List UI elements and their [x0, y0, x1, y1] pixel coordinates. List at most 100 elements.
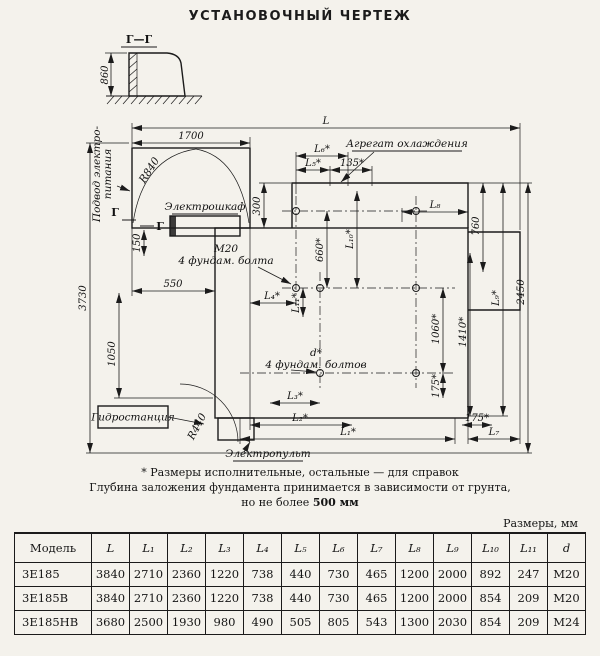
cell: 854 — [471, 609, 510, 635]
console-footprint — [217, 417, 255, 441]
hydro-station-label: Гидростанция — [90, 412, 175, 424]
cell: 440 — [281, 561, 320, 587]
dim-L11-label: L₁₁* — [291, 293, 302, 314]
cell: 738 — [243, 585, 282, 611]
m20-bolts-label-1: М20 — [213, 243, 238, 255]
notes-block: * Размеры исполнительные, остальные — дл… — [0, 466, 600, 511]
cell: 1930 — [167, 609, 206, 635]
dim-300-label: 300 — [252, 196, 263, 216]
power-supply-label-1: Подвод электро- — [91, 125, 103, 223]
dim-L7-label: L₇ — [488, 427, 500, 438]
cell: 505 — [281, 609, 320, 635]
cell: 2710 — [129, 561, 168, 587]
model-name: 3Е185 — [14, 561, 92, 587]
cell: 440 — [281, 585, 320, 611]
installation-drawing: Г—Г 860 — [78, 33, 532, 462]
console-leader — [242, 441, 251, 453]
cell: 465 — [357, 585, 396, 611]
note-foundation-depth: Глубина заложения фундамента принимается… — [89, 480, 511, 494]
bolt-circle — [412, 369, 420, 377]
note-depth-limit: но не более 500 мм — [0, 496, 600, 511]
col-header-L10: L₁₀ — [471, 532, 510, 563]
cell: 2360 — [167, 585, 206, 611]
dim-L6-label: L₆* — [313, 144, 330, 155]
cooling-unit-label: Агрегат охлаждения — [345, 138, 468, 150]
dim-660-label: 660* — [315, 238, 326, 262]
cell: 738 — [243, 561, 282, 587]
console-label: Электропульт — [225, 448, 310, 460]
dimensions-table: Модель L L₁ L₂ L₃ L₄ L₅ L₆ L₇ L₈ L₉ L₁₀ … — [14, 531, 586, 635]
dimensions: L 1700 L₆* L₅* 135* L₈ 300 150 550 1050 … — [78, 116, 531, 453]
hydro-station-leader — [167, 416, 205, 426]
console-swing-arc — [179, 383, 239, 443]
cell: М20 — [547, 585, 586, 611]
cell: 805 — [319, 609, 358, 635]
cell: 543 — [357, 609, 396, 635]
cooling-unit-footprint — [291, 182, 469, 228]
cabinet-box — [169, 215, 241, 237]
page-title: УСТАНОВОЧНЫЙ ЧЕРТЕЖ — [188, 9, 412, 24]
m20-bolts-label-2: 4 фундам. болта — [177, 255, 273, 267]
cooling-unit-leader — [340, 151, 375, 183]
door-swing-arc-left — [132, 148, 197, 224]
col-header-L4: L₄ — [243, 532, 282, 563]
machine-outline — [131, 147, 521, 443]
bolt-circle — [316, 284, 324, 292]
col-header-L2: L₂ — [167, 532, 206, 563]
cell: 2500 — [129, 609, 168, 635]
col-header-d: d — [547, 532, 586, 563]
cell: 1300 — [395, 609, 434, 635]
dim-L5-label: L₅* — [304, 158, 321, 169]
cell: М24 — [547, 609, 586, 635]
dim-L2-label: L₂* — [291, 413, 308, 424]
dim-1410-label: 1410* — [458, 317, 469, 347]
col-header-L11: L₁₁ — [509, 532, 548, 563]
col-header-L3: L₃ — [205, 532, 244, 563]
cell: 1220 — [205, 561, 244, 587]
cell: 209 — [509, 609, 548, 635]
right-protrusion — [468, 231, 521, 311]
section-view: Г—Г 860 — [100, 33, 203, 105]
col-header-L: L — [91, 532, 130, 563]
cabinet-footprint — [131, 147, 251, 229]
cell: 2360 — [167, 561, 206, 587]
section-hatching — [128, 52, 138, 93]
dim-150-label: 150 — [132, 233, 143, 253]
col-header-L9: L₉ — [433, 532, 472, 563]
dim-860-label: 860 — [100, 65, 111, 85]
radius-r840-label: R840 — [136, 155, 162, 186]
table-row: 3Е185 3840 2710 2360 1220 738 440 730 46… — [14, 561, 586, 587]
section-body-outline — [128, 52, 186, 97]
cell: 854 — [471, 585, 510, 611]
cell: 1200 — [395, 561, 434, 587]
bolt-circle — [292, 284, 300, 292]
dim-1700-label: 1700 — [178, 131, 204, 142]
section-label: Г—Г — [126, 33, 153, 46]
extension-lines — [86, 123, 532, 454]
electrical-cabinet-label: Электрошкаф — [165, 201, 246, 213]
dim-L8-label: L₈ — [429, 200, 441, 211]
cell: М20 — [547, 561, 586, 587]
note-depth-limit-text: но не более — [241, 495, 313, 509]
d-bolts-leader — [290, 368, 317, 375]
table-header-row: Модель L L₁ L₂ L₃ L₄ L₅ L₆ L₇ L₈ L₉ L₁₀ … — [14, 532, 586, 563]
d-bolts-label-1: d* — [310, 347, 323, 359]
cell: 465 — [357, 561, 396, 587]
cell: 1220 — [205, 585, 244, 611]
cabinet-box-fill — [170, 216, 176, 236]
cell: 892 — [471, 561, 510, 587]
dim-L1-label: L₁* — [339, 427, 356, 438]
door-swing-arc-right — [195, 148, 250, 224]
col-header-L6: L₆ — [319, 532, 358, 563]
model-name: 3Е185НВ — [14, 609, 92, 635]
table-row: 3Е185В 3840 2710 2360 1220 738 440 730 4… — [14, 585, 586, 611]
col-header-model: Модель — [14, 532, 92, 563]
cell: 2710 — [129, 585, 168, 611]
col-header-L7: L₇ — [357, 532, 396, 563]
cell: 2000 — [433, 585, 472, 611]
d-bolts-label-2: 4 фундам. болтов — [264, 359, 366, 371]
col-header-L5: L₅ — [281, 532, 320, 563]
dim-760-label: 760 — [471, 216, 482, 236]
cell: 3680 — [91, 609, 130, 635]
dim-550-label: 550 — [163, 279, 183, 290]
